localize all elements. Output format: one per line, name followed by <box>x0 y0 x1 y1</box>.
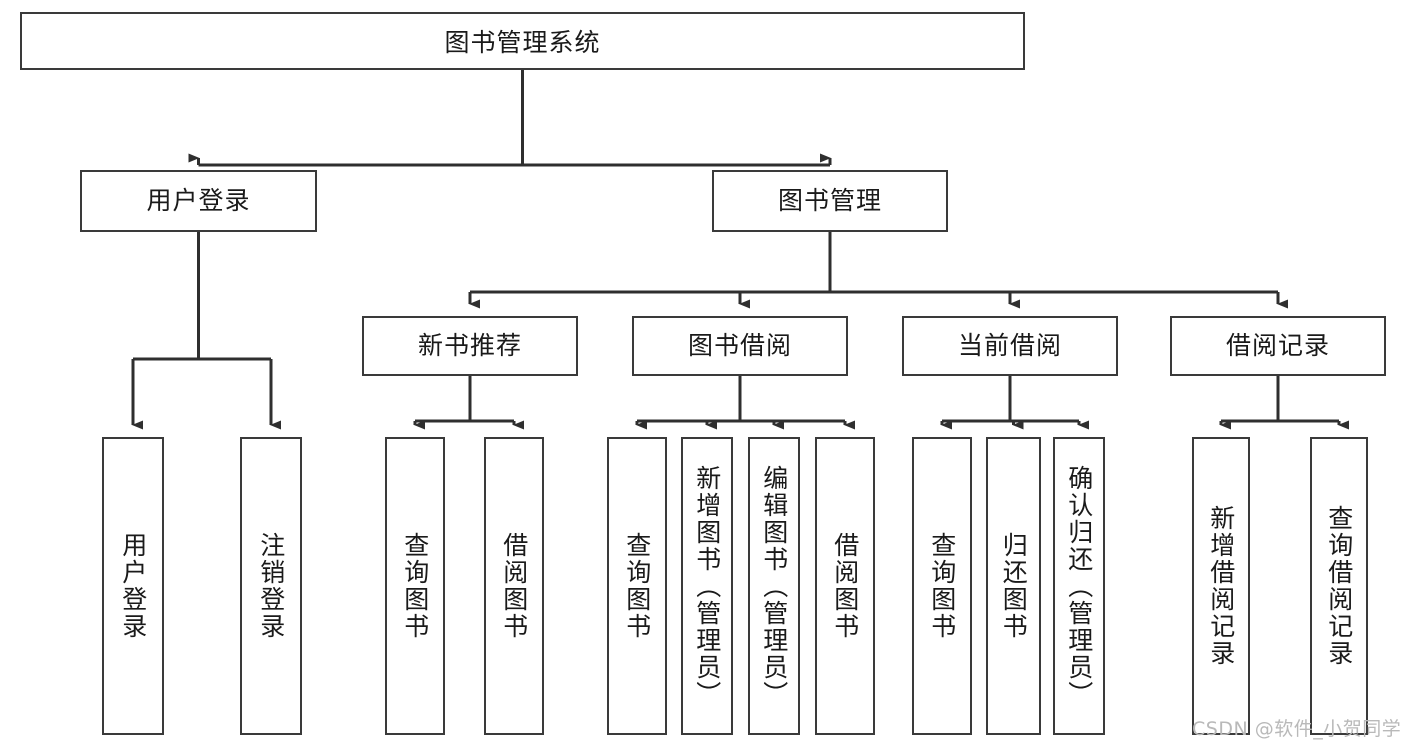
node-label: 新增图书（管理员） <box>692 464 722 708</box>
node-leaf-add-book[interactable]: 新增图书（管理员） <box>681 437 733 735</box>
node-leaf-edit-book[interactable]: 编辑图书（管理员） <box>748 437 800 735</box>
node-leaf-confirm-return[interactable]: 确认归还（管理员） <box>1053 437 1105 735</box>
node-label: 查询借阅记录 <box>1324 505 1354 667</box>
node-label: 用户登录 <box>118 532 148 640</box>
node-user-login[interactable]: 用户登录 <box>80 170 317 232</box>
node-new-book-rec[interactable]: 新书推荐 <box>362 316 578 376</box>
node-leaf-query-book-bor[interactable]: 查询图书 <box>607 437 667 735</box>
node-borrow-record[interactable]: 借阅记录 <box>1170 316 1386 376</box>
node-label: 借阅图书 <box>499 532 529 640</box>
node-label: 图书借阅 <box>687 331 792 360</box>
node-label: 确认归还（管理员） <box>1064 464 1094 708</box>
node-label: 图书管理系统 <box>444 28 601 57</box>
node-label: 归还图书 <box>999 532 1029 640</box>
node-leaf-borrow-book-rec[interactable]: 借阅图书 <box>484 437 544 735</box>
node-leaf-user-login[interactable]: 用户登录 <box>102 437 164 735</box>
node-book-manage[interactable]: 图书管理 <box>712 170 948 232</box>
node-label: 注销登录 <box>256 532 286 640</box>
node-label: 当前借阅 <box>957 331 1062 360</box>
node-label: 编辑图书（管理员） <box>759 464 789 708</box>
node-leaf-logout[interactable]: 注销登录 <box>240 437 302 735</box>
csdn-watermark: CSDN @软件_小贺同学 <box>1192 718 1402 740</box>
node-leaf-borrow-book-bor[interactable]: 借阅图书 <box>815 437 875 735</box>
node-label: 新书推荐 <box>417 331 522 360</box>
node-label: 查询图书 <box>927 532 957 640</box>
node-label: 图书管理 <box>777 186 882 215</box>
node-book-borrow[interactable]: 图书借阅 <box>632 316 848 376</box>
node-label: 查询图书 <box>622 532 652 640</box>
node-label: 查询图书 <box>400 532 430 640</box>
node-label: 新增借阅记录 <box>1206 505 1236 667</box>
node-label: 借阅记录 <box>1225 331 1330 360</box>
node-label: 用户登录 <box>146 186 251 215</box>
node-leaf-query-book-rec[interactable]: 查询图书 <box>385 437 445 735</box>
node-leaf-return-book[interactable]: 归还图书 <box>986 437 1041 735</box>
node-label: 借阅图书 <box>830 532 860 640</box>
node-root[interactable]: 图书管理系统 <box>20 12 1025 70</box>
node-leaf-add-record[interactable]: 新增借阅记录 <box>1192 437 1250 735</box>
node-leaf-query-record[interactable]: 查询借阅记录 <box>1310 437 1368 735</box>
node-current-borrow[interactable]: 当前借阅 <box>902 316 1118 376</box>
node-leaf-query-book-cur[interactable]: 查询图书 <box>912 437 972 735</box>
